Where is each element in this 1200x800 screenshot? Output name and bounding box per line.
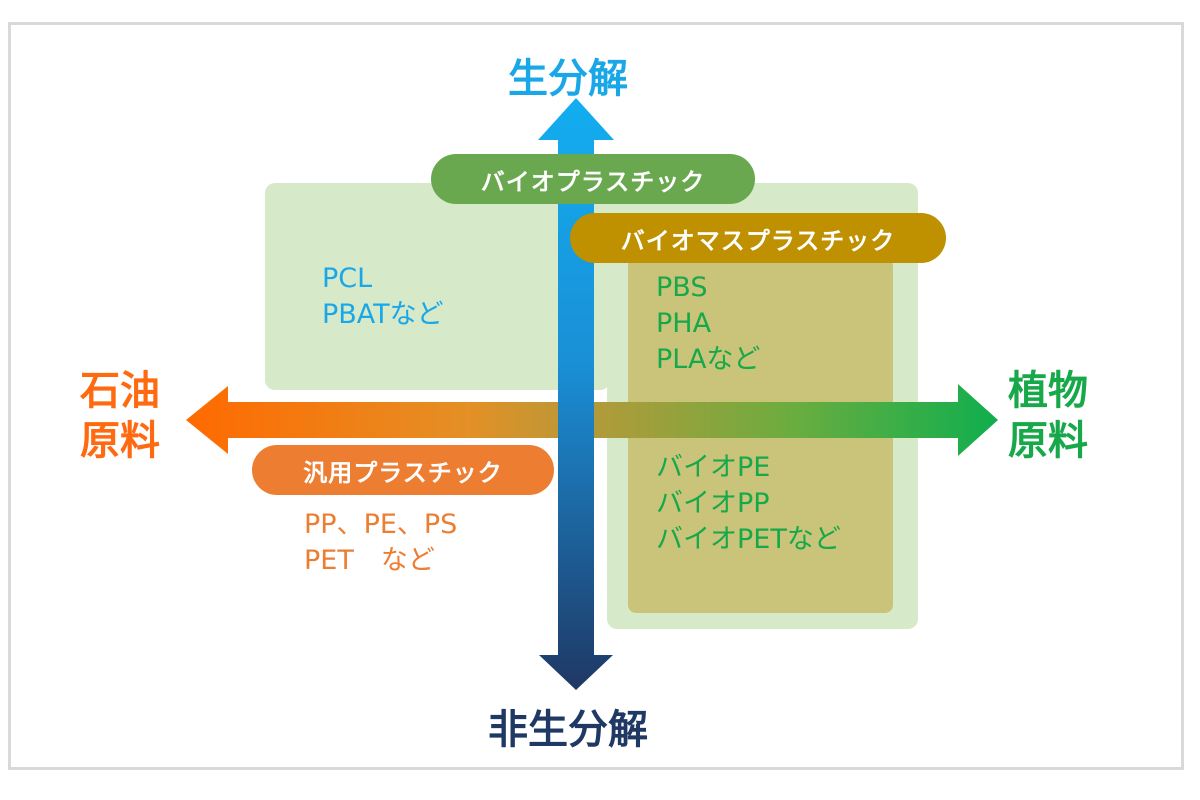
axis-label-non-biodegradable: 非生分解: [488, 707, 648, 753]
axis-label-plant-line2: 原料: [1008, 418, 1088, 464]
list-plant-non-biodegradable: バイオPE バイオPP バイオPETなど: [656, 450, 841, 558]
axis-label-petroleum-line1: 石油: [80, 368, 160, 414]
list-item: PCL: [322, 263, 373, 294]
axis-label-biodegradable: 生分解: [508, 56, 628, 102]
list-item: PBS: [656, 272, 708, 303]
list-petro-biodegradable: PCL PBATなど: [322, 261, 444, 333]
list-petro-non-biodegradable: PP、PE、PS PET など: [304, 507, 457, 579]
list-item: PP、PE、PS: [304, 509, 458, 540]
badge-general-plastic: 汎用プラスチック: [252, 445, 554, 495]
list-item: バイオPETなど: [656, 524, 841, 555]
axis-label-plant-line1: 植物: [1008, 368, 1088, 414]
list-item: PET など: [304, 545, 435, 576]
axis-label-petroleum-line2: 原料: [80, 418, 160, 464]
bioplastic-region-left: [265, 183, 610, 390]
list-item: PHA: [656, 308, 712, 339]
badge-bioplastic: バイオプラスチック: [431, 154, 755, 204]
axis-label-plant: 植物 原料: [1008, 366, 1088, 466]
list-item: PLAなど: [656, 344, 761, 375]
list-item: バイオPP: [656, 488, 770, 519]
diagram-frame: [8, 22, 1184, 770]
list-plant-biodegradable: PBS PHA PLAなど: [656, 270, 760, 378]
list-item: バイオPE: [656, 452, 771, 483]
badge-biomass-plastic: バイオマスプラスチック: [570, 213, 946, 263]
axis-label-petroleum: 石油 原料: [80, 366, 160, 466]
list-item: PBATなど: [322, 299, 444, 330]
vertical-arrow: [538, 98, 614, 690]
